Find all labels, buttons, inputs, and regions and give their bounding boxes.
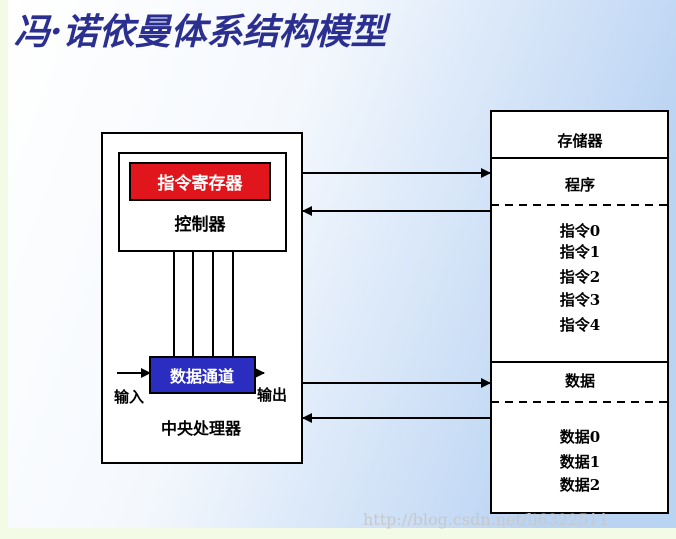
data-label: 数据	[565, 372, 595, 390]
input-label: 输入	[114, 388, 144, 406]
instruction-item: 指令0	[560, 222, 600, 240]
data-item: 数据1	[560, 453, 600, 471]
instruction-item: 指令1	[560, 243, 600, 261]
instruction-register-box	[129, 162, 271, 201]
control-lines	[173, 251, 234, 357]
data-item: 数据2	[560, 476, 600, 494]
bus-arrows	[302, 168, 491, 423]
output-label: 输出	[257, 386, 287, 404]
slide-title: 冯·诺依曼体系结构模型	[14, 11, 392, 53]
data-item: 数据0	[560, 428, 600, 446]
instruction-item: 指令2	[560, 268, 600, 286]
instruction-register-label: 指令寄存器	[158, 173, 244, 194]
controller-label: 控制器	[175, 214, 227, 235]
bottom-band	[0, 528, 676, 539]
instruction-item: 指令3	[560, 291, 600, 309]
instruction-item: 指令4	[560, 316, 600, 334]
datapath-label: 数据通道	[170, 367, 234, 386]
program-label: 程序	[565, 176, 595, 194]
watermark: http://blog.csdn.net/li6322511	[363, 510, 609, 529]
cpu-label: 中央处理器	[161, 419, 242, 438]
memory-header: 存储器	[557, 132, 603, 150]
memory-box	[490, 110, 669, 514]
